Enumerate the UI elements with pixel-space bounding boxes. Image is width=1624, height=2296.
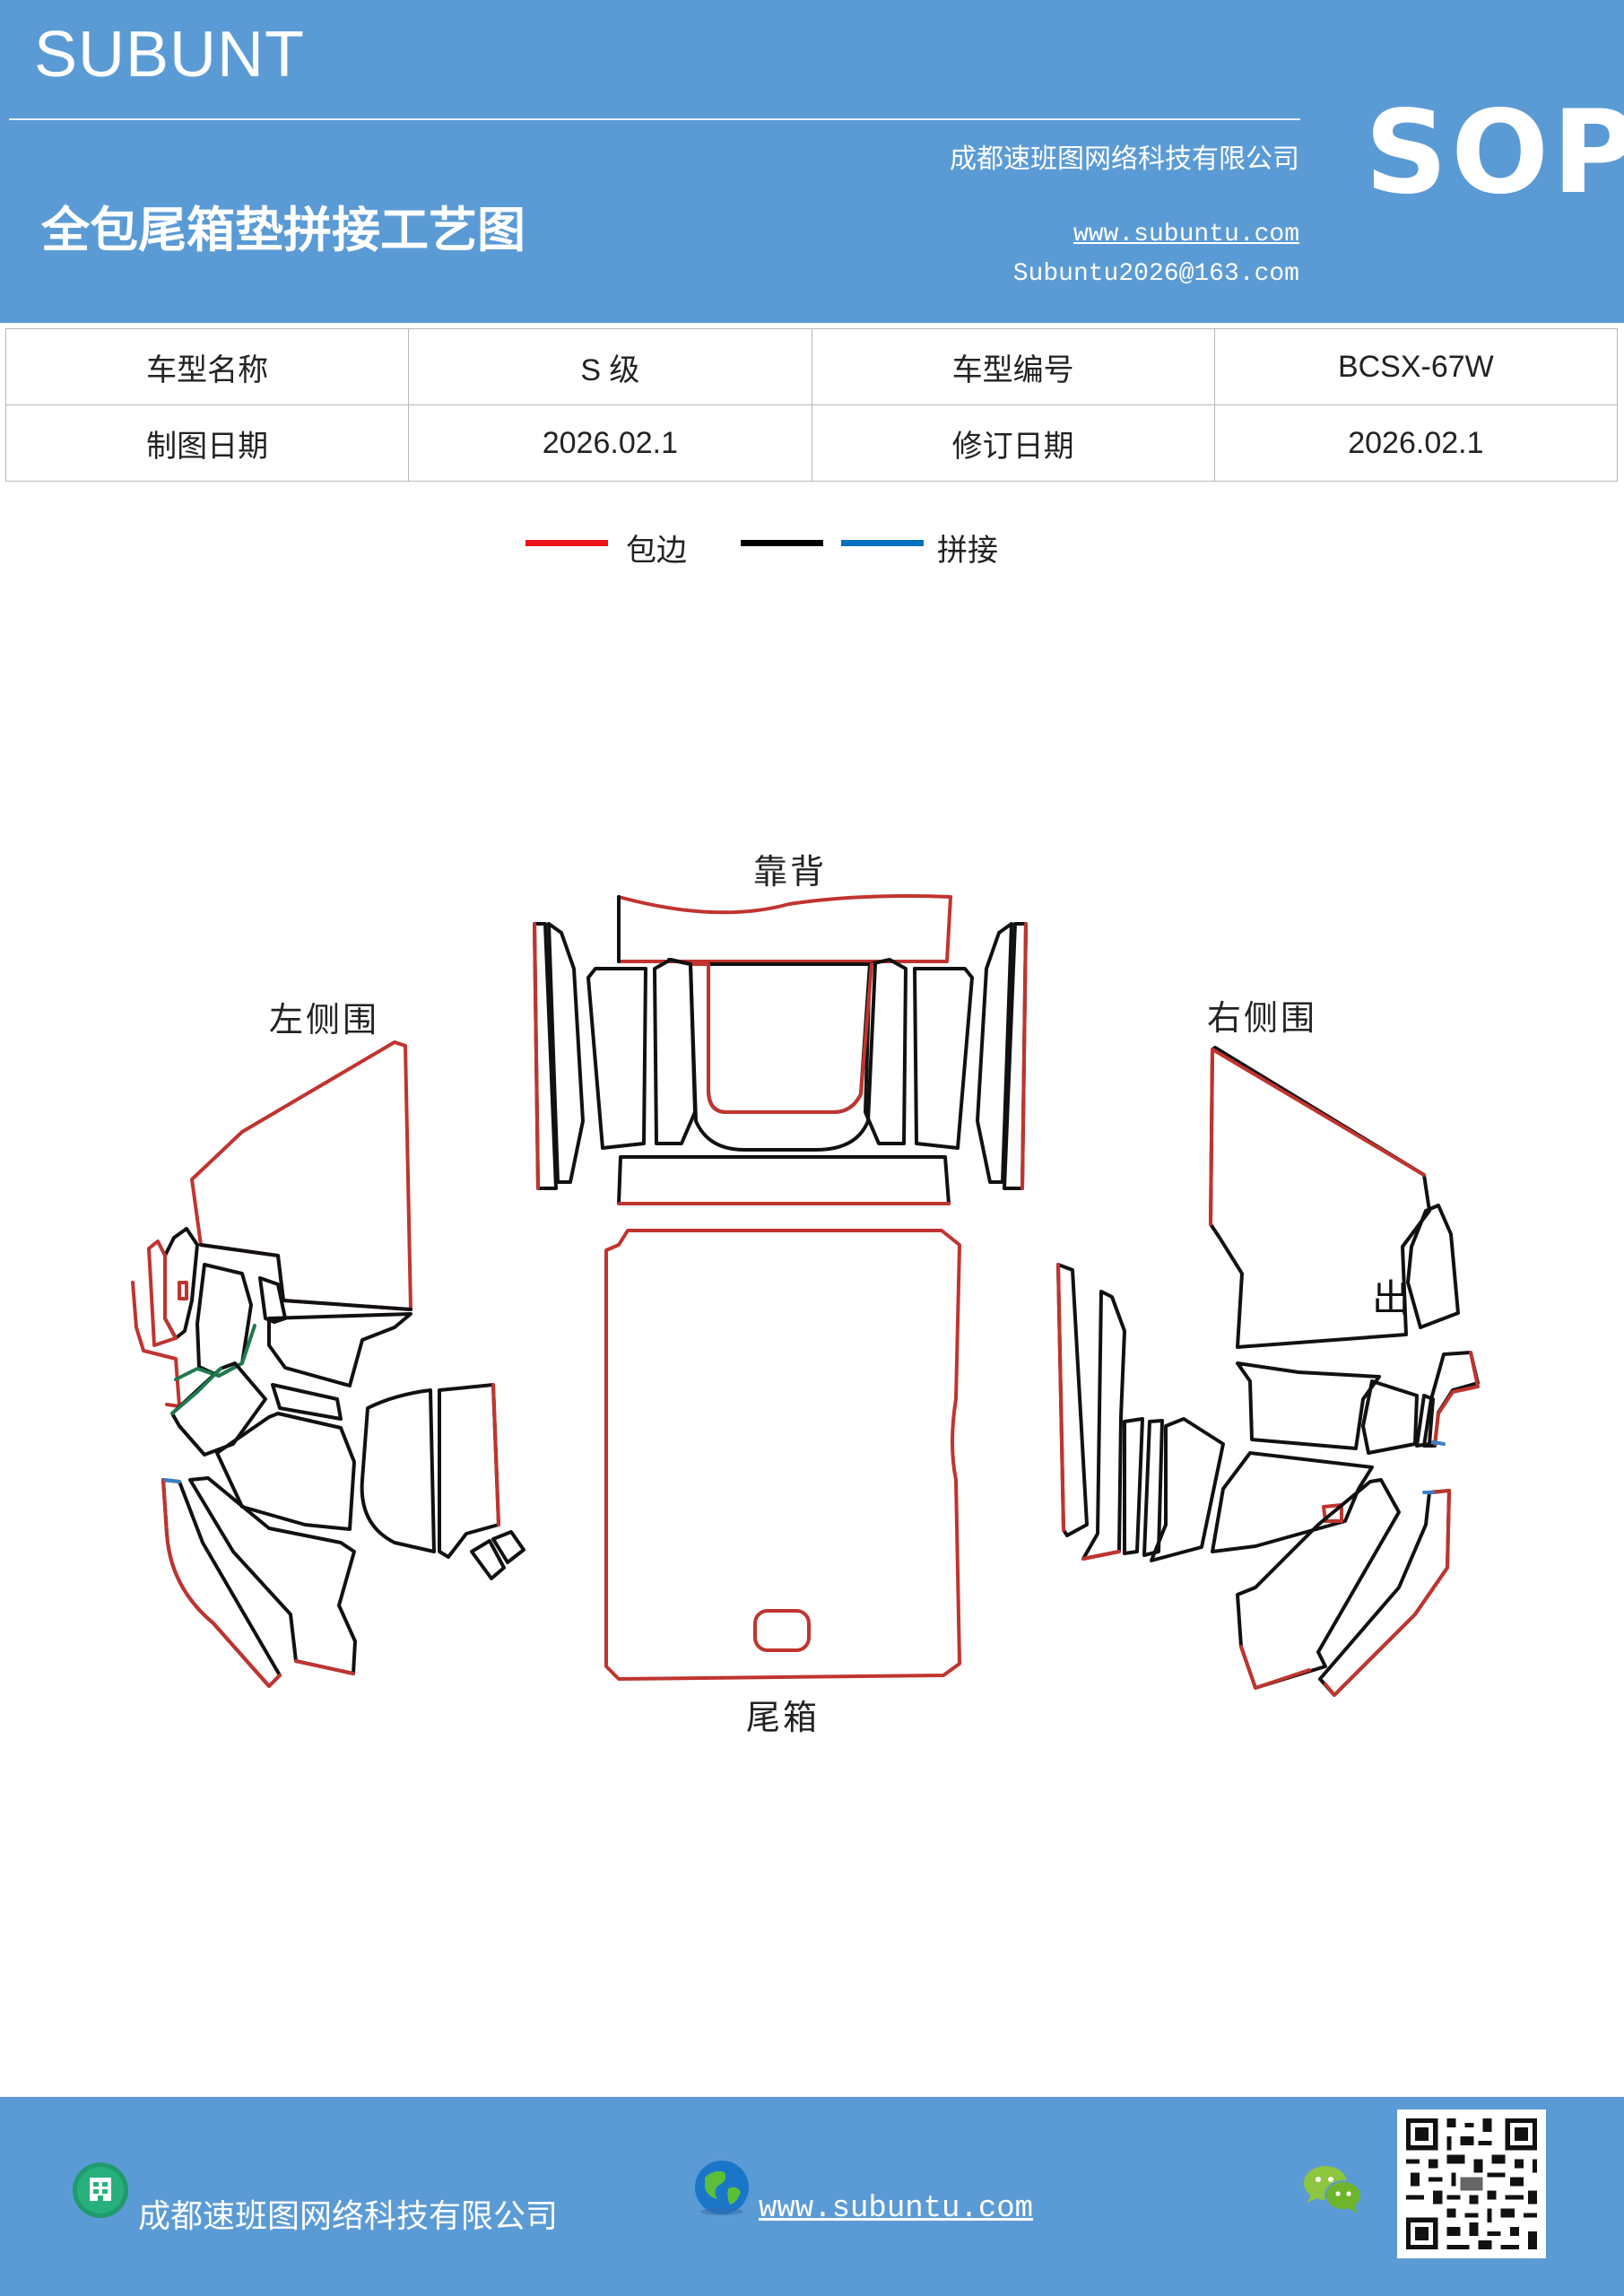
trunk-floor-piece [604,1229,961,1681]
label-backrest: 靠背 [753,852,827,891]
table-cell-value: BCSX-67W [1213,328,1619,405]
wechat-icon[interactable] [1302,2161,1365,2215]
table-row: 车型名称 S 级 车型编号 BCSX-67W [4,328,1619,405]
right-side-pieces [1056,1046,1480,1697]
table-cell-value: 2026.02.1 [1213,404,1619,482]
document-title: 全包尾箱垫拼接工艺图 [41,202,525,258]
label-left-side: 左侧围 [269,1000,379,1039]
table-cell-label: 车型编号 [811,328,1215,405]
legend-label-edge: 包边 [626,533,687,569]
header-banner: SUBUNT 成都速班图网络科技有限公司 全包尾箱垫拼接工艺图 www.subu… [0,0,1624,323]
label-trunk: 尾箱 [746,1698,820,1737]
legend-swatch-black [741,540,823,546]
backrest-pieces [533,894,1028,1205]
vehicle-info-table: 车型名称 S 级 车型编号 BCSX-67W 制图日期 2026.02.1 修订… [4,328,1619,482]
legend-swatch-blue [841,540,924,546]
header-divider [9,118,1300,120]
qr-code[interactable] [1397,2109,1546,2258]
table-cell-value: 2026.02.1 [408,404,812,482]
table-cell-label: 修订日期 [811,404,1215,482]
company-name: 成都速班图网络科技有限公司 [950,144,1299,175]
globe-icon [695,2161,749,2215]
trunk-mat-diagram: 靠背 左侧围 右侧围 尾箱 出 [131,852,1480,1737]
footer-website-link[interactable]: www.subuntu.com [759,2192,1034,2226]
building-icon [73,2162,128,2218]
table-cell-value: S 级 [408,328,812,405]
email-address[interactable]: Subuntu2026@163.com [1012,260,1299,288]
table-cell-label: 车型名称 [4,328,410,405]
legend-label-join: 拼接 [937,533,998,569]
table-cell-label: 制图日期 [4,404,410,482]
sop-badge: SOP [1365,86,1624,220]
legend: 包边 拼接 [0,526,1624,570]
left-side-pieces [131,1040,525,1688]
label-right-mark: 出 [1372,1276,1410,1320]
website-link[interactable]: www.subuntu.com [1073,221,1299,248]
brand-logo-text: SUBUNT [34,19,306,91]
legend-swatch-red [525,540,608,546]
label-right-side: 右侧围 [1207,998,1317,1038]
footer-company-name: 成都速班图网络科技有限公司 [138,2198,559,2235]
table-row: 制图日期 2026.02.1 修订日期 2026.02.1 [4,404,1619,482]
